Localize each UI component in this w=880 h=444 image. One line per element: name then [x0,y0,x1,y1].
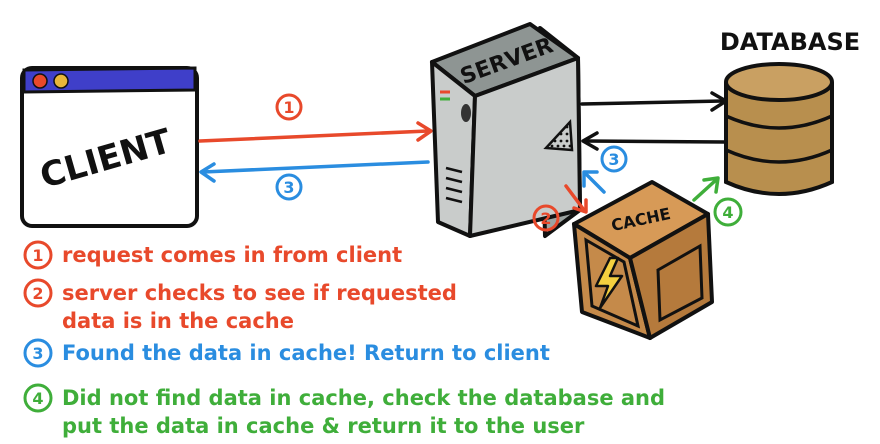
arrow-request: 1 [198,93,433,143]
arrow-check-cache: 2 [532,184,588,232]
step-3b-number: 3 [608,150,619,169]
arrow-cache-miss: 4 [692,176,743,227]
legend: 1 request comes in from client 2 server che… [23,240,665,438]
step-4-number: 4 [722,203,733,222]
arrow-server-database [580,91,728,112]
legend-text-1-1: request comes in from client [62,243,402,267]
arrow-response: 3 [199,160,430,201]
client-window: CLIENT [20,66,199,228]
step-3b-badge [600,145,628,173]
legend-text-2-1: server checks to see if requested [62,281,457,305]
step-3-number: 3 [283,178,294,197]
lightning-icon [594,256,624,310]
database-cylinder: DATABASE [720,28,860,196]
legend-text-2-2: data is in the cache [62,309,294,333]
legend-number-3: 3 [32,344,43,363]
legend-text-3-1: Found the data in cache! Return to clien… [62,341,550,365]
legend-number-4: 4 [32,389,43,408]
legend-badge-3 [23,338,53,368]
step-4-badge [713,197,743,227]
legend-text-4-2: put the data in cache & return it to the… [62,414,585,438]
step-2-badge [532,204,560,232]
server-tower: SERVER [430,22,582,238]
step-1-number: 1 [283,98,294,117]
window-close-dot [32,73,48,89]
step-1-badge [275,93,303,121]
window-title-bar [22,66,197,94]
legend-number-1: 1 [32,246,43,265]
legend-text-4-1: Did not find data in cache, check the da… [62,386,665,410]
cache-box: CACHE [572,180,714,340]
legend-badge-2 [23,278,53,308]
window-min-dot [53,73,69,89]
server-vents-left [445,166,463,204]
arrow-cache-hit: 3 [582,145,628,194]
step-2-number: 2 [540,209,551,228]
server-power-button [461,104,471,122]
legend-badge-1 [23,240,53,270]
arrow-database-server [581,131,726,151]
database-label: DATABASE [720,28,860,56]
server-vent-grid [543,119,574,152]
legend-number-2: 2 [32,284,43,303]
step-3-badge [275,173,303,201]
legend-badge-4 [23,383,53,413]
